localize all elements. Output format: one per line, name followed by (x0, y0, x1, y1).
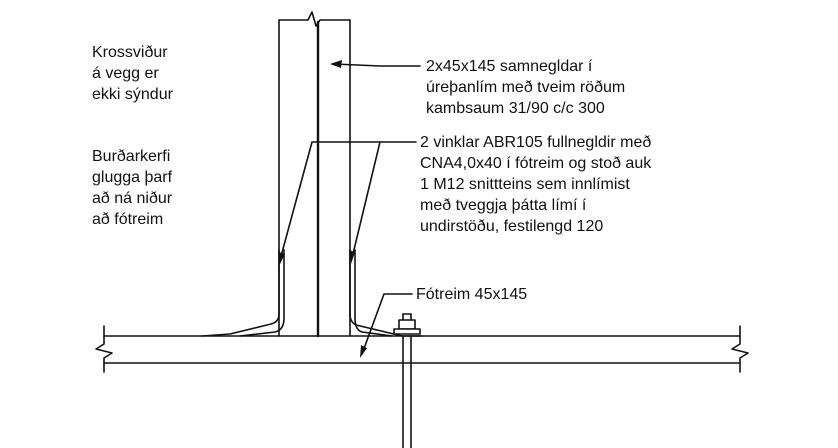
stud-outline (278, 11, 351, 338)
right-angle-bracket (349, 249, 423, 337)
break-symbol (278, 11, 351, 27)
sole-plate (95, 325, 749, 373)
leader-vinklar (279, 141, 417, 261)
threaded-rod (393, 313, 421, 448)
arrowhead-fotreim (360, 345, 367, 358)
arrowhead-vinklar-left (279, 252, 285, 266)
break-symbol-left (95, 325, 113, 373)
label-burdarkerfi: Burðarkerfi glugga þarf að ná niður að f… (92, 148, 173, 228)
left-angle-bracket (201, 249, 285, 337)
nut (398, 319, 416, 330)
break-symbol-right (731, 325, 749, 373)
arrowhead-samneglidar (330, 60, 342, 68)
leader-fotreim (361, 293, 413, 355)
label-krossvidur: Krossviður á vegg er ekki sýndur (92, 44, 173, 103)
leader-samneglidar (333, 63, 421, 67)
arrowhead-vinklar-right (349, 250, 355, 264)
label-fotreim: Fótreim 45x145 (416, 286, 528, 303)
label-samneglidar: 2x45x145 samnegldar í úreþanlím með tvei… (426, 58, 626, 117)
washer (393, 328, 421, 335)
label-vinklar: 2 vinklar ABR105 fullnegldir með CNA4,0x… (420, 134, 652, 235)
